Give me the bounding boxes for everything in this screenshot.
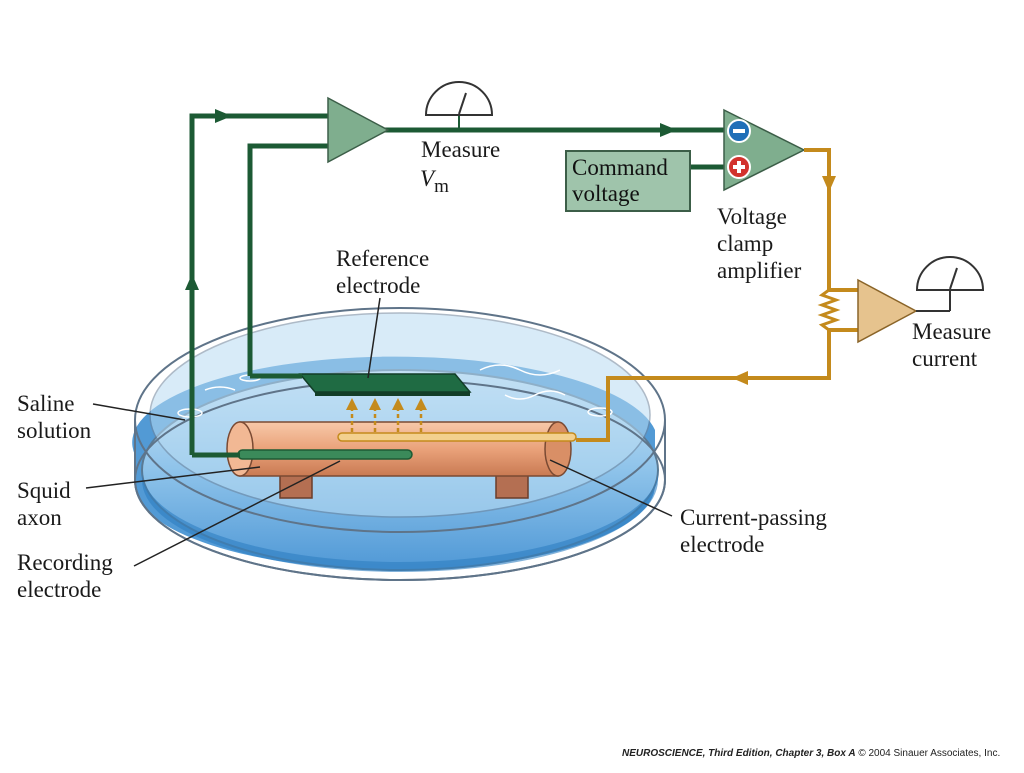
current-passing-electrode bbox=[337, 432, 577, 442]
current-flow-arrows bbox=[346, 398, 427, 432]
voltage-wire-arrows bbox=[185, 109, 677, 290]
recording-electrode bbox=[237, 449, 413, 460]
current-passing-electrode-label: Current-passing electrode bbox=[680, 505, 827, 557]
voltage-clamp-amplifier bbox=[723, 108, 806, 192]
leader-lines bbox=[85, 297, 673, 567]
measure-vm-label: Measure bbox=[421, 137, 501, 162]
current-amplifier bbox=[857, 278, 951, 344]
current-wire-arrows bbox=[732, 176, 836, 385]
command-voltage-box: Command voltage bbox=[565, 150, 691, 212]
voltage-clamp-amplifier-label: Voltage clamp amplifier bbox=[717, 204, 802, 283]
squid-axon-label: Squid axon bbox=[17, 478, 71, 530]
petri-dish bbox=[132, 307, 666, 581]
recording-electrode-label: Recording electrode bbox=[17, 550, 113, 602]
reference-electrode-plate bbox=[298, 373, 472, 396]
vm-symbol: Vm bbox=[420, 166, 449, 197]
measure-current-label: Measure current bbox=[912, 319, 992, 371]
saline-solution-label: Saline solution bbox=[17, 391, 92, 443]
figure-credit: NEUROSCIENCE, Third Edition, Chapter 3, … bbox=[622, 748, 1001, 759]
vm-amplifier bbox=[327, 96, 390, 164]
vm-meter-icon bbox=[424, 81, 494, 130]
resistor-icon bbox=[817, 288, 841, 332]
current-meter-icon bbox=[915, 256, 985, 291]
reference-electrode-label: Reference electrode bbox=[336, 246, 430, 298]
voltage-wires bbox=[189, 113, 728, 458]
